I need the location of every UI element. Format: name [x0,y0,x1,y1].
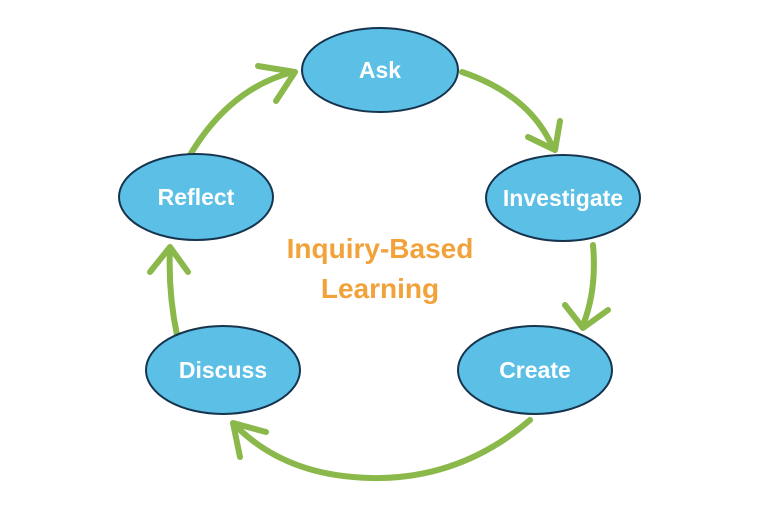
arrow-reflect-to-ask-head [255,63,298,104]
arrow-create-to-discuss-head [230,420,269,460]
stage-ellipse [301,27,459,113]
stage-node-ask: Ask [301,27,459,113]
arrow-ask-to-investigate [459,69,556,151]
title-line-1: Inquiry-Based [287,233,474,264]
stage-ellipse [485,154,641,242]
stage-ellipse [457,325,613,415]
stage-label: Ask [359,57,401,83]
arrow-create-to-discuss [232,417,533,482]
arrow-investigate-to-create [580,242,597,328]
stage-label: Create [499,357,571,383]
title-line-2: Learning [321,273,439,304]
arrow-ask-to-investigate-head [525,118,563,153]
stage-label: Reflect [158,184,235,210]
arrow-discuss-to-reflect-head [147,244,191,275]
stage-label: Discuss [179,357,267,383]
stage-ellipse [118,153,274,241]
stage-node-investigate: Investigate [485,154,641,242]
stage-ellipse [145,325,301,415]
arrow-discuss-to-reflect [166,245,180,338]
arrow-reflect-to-ask [187,69,296,158]
stage-label: Investigate [503,185,623,211]
stage-node-reflect: Reflect [118,153,274,241]
arrow-investigate-to-create-head [562,302,611,331]
stage-node-create: Create [457,325,613,415]
center-title: Inquiry-Based Learning [287,233,474,304]
stage-node-discuss: Discuss [145,325,301,415]
cycle-arrows [147,63,611,482]
